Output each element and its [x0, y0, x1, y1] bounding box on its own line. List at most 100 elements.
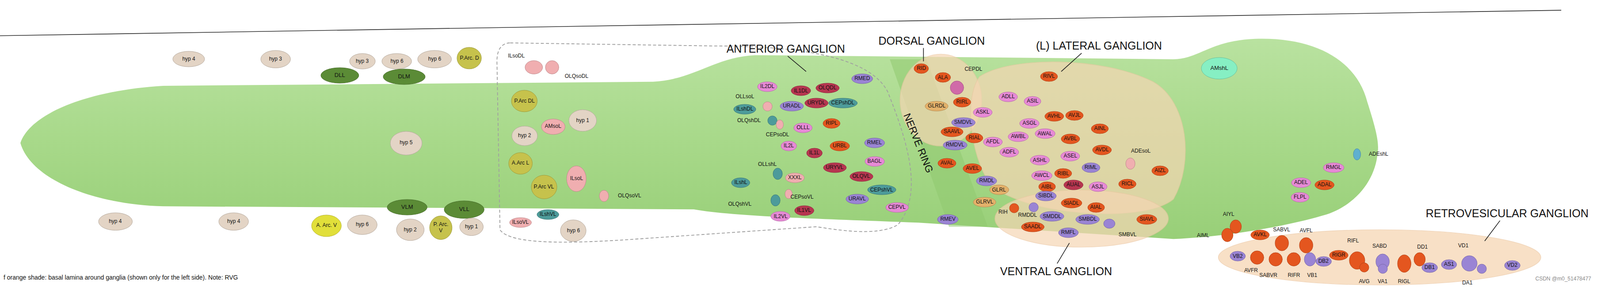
- neuron-ellipse: ADFL: [999, 146, 1020, 158]
- cell-shape: [347, 214, 378, 235]
- cell-label: ADLL: [1001, 93, 1015, 100]
- cell-shape: [1304, 252, 1316, 266]
- cell-outline: [1359, 262, 1370, 273]
- arcade-cell: P.Arc. D: [456, 46, 482, 70]
- leader-lines: [787, 48, 1500, 264]
- cell-shape: [845, 194, 869, 204]
- cell-shape: [1136, 214, 1157, 225]
- cell-label: hyp 6: [355, 221, 369, 228]
- neuron-ellipse: ADAL: [1314, 179, 1335, 191]
- cell-label: hyp 6: [567, 227, 580, 234]
- cell-label: ASIL: [1026, 98, 1039, 105]
- neuron-ellipse: ASIL: [1023, 95, 1042, 107]
- neuron-ellipse: RIPL: [822, 118, 841, 129]
- neuron-ellipse: RMED: [851, 73, 873, 84]
- neuron-ellipse: AIAL: [1087, 201, 1105, 213]
- cell-shape: [1323, 162, 1345, 173]
- neuron-ellipse: RICL: [1118, 178, 1137, 190]
- ganglion-heading: (L) LATERAL GANGLION: [1036, 39, 1162, 53]
- cell-label: IL1VL: [797, 207, 812, 214]
- cell-shape: [757, 81, 778, 92]
- cell-label: URYDL: [807, 99, 826, 107]
- neuron-ellipse: ILshDL: [733, 103, 757, 115]
- cell-label: SIAVL: [1139, 216, 1155, 223]
- neuron-ellipse: CEPsoVL: [784, 188, 793, 199]
- hypodermis-cell: hyp 5: [389, 130, 423, 156]
- cell-label: AVFR: [1244, 267, 1258, 274]
- cell-shape: [770, 211, 790, 221]
- cell-label: hyp 6: [428, 56, 442, 63]
- neuron-ellipse: ADEshL: [1352, 148, 1361, 161]
- cell-outline: [949, 80, 964, 95]
- cell-label: SAADL: [1024, 223, 1042, 230]
- neuron-ellipse: RIAL: [965, 132, 984, 144]
- cell-shape: [999, 147, 1019, 157]
- cell-label: RID: [916, 65, 926, 72]
- neuron-ellipse: SMBVL: [1103, 218, 1116, 229]
- cell-outline: [1268, 251, 1283, 267]
- cell-shape: [867, 184, 896, 195]
- hypodermis-cell: hyp 3: [349, 53, 376, 70]
- cell-label: ADEshL: [1368, 151, 1389, 158]
- cell-label: AVHL: [1047, 113, 1061, 120]
- cell-outline: [1221, 227, 1234, 242]
- cell-label: GLRL: [992, 186, 1006, 194]
- cell-label: IL1DL: [793, 87, 808, 95]
- cell-label: AVKL: [1253, 231, 1267, 238]
- cell-shape: [851, 73, 873, 84]
- cell-label: VB2: [1232, 253, 1243, 260]
- cell-shape: [1397, 254, 1411, 273]
- cell-label: AIZL: [1154, 167, 1166, 174]
- neuron-ellipse: RIRL: [952, 96, 972, 108]
- hypodermis-cell: hyp 3: [260, 49, 291, 69]
- cell-label: RIPL: [825, 120, 838, 127]
- cell-shape: [1060, 151, 1080, 161]
- neuron-ellipse: AVG: [1359, 262, 1370, 273]
- cell-label: RMDVL: [945, 141, 965, 149]
- neuron-ellipse: AFDL: [982, 136, 1003, 148]
- neuron-ellipse: AVBL: [1060, 133, 1081, 145]
- cell-shape: [1063, 179, 1083, 190]
- cell-outline: [1397, 254, 1412, 273]
- cell-label: ADAL: [1317, 181, 1332, 188]
- cell-label: ILshL: [734, 179, 747, 186]
- neuron-ellipse: AMshL: [1200, 57, 1238, 80]
- cell-label: RIVL: [1043, 73, 1056, 80]
- cell-shape: [1089, 181, 1108, 192]
- cell-shape: [566, 165, 587, 192]
- neuron-ellipse: RMDVL: [942, 139, 968, 151]
- cell-shape: [1201, 57, 1238, 80]
- cell-shape: [849, 171, 873, 182]
- hypodermis-cell: hyp 4: [172, 50, 206, 68]
- cell-label: ASGL: [1022, 120, 1037, 127]
- ganglion-heading: ANTERIOR GANGLION: [726, 42, 846, 56]
- cell-shape: [511, 90, 538, 112]
- cell-label: AS1: [1443, 261, 1455, 268]
- neuron-ellipse: CEPshDL: [828, 97, 858, 109]
- cell-shape: [976, 175, 997, 186]
- cell-label: RIFR: [1287, 272, 1300, 279]
- cell-shape: [950, 80, 964, 95]
- cell-label: DB1: [1424, 264, 1435, 271]
- cell-label: RMEL: [867, 139, 882, 146]
- cell-shape: [864, 156, 885, 167]
- cell-outline: [1125, 157, 1136, 170]
- cell-shape: [172, 51, 205, 67]
- cell-shape: [937, 214, 959, 225]
- hypodermis-cell: hyp 4: [218, 212, 249, 231]
- cell-shape: [1250, 250, 1264, 264]
- cell-shape: [537, 209, 559, 220]
- cell-shape: [804, 98, 828, 108]
- ganglion-heading: DORSAL GANGLION: [878, 34, 985, 48]
- cell-shape: [731, 177, 750, 188]
- neuron-ellipse: CEPVL: [885, 201, 909, 213]
- cell-shape: [864, 137, 885, 148]
- cell-shape: [973, 107, 993, 118]
- cell-shape: [1061, 198, 1082, 208]
- cell-label: AIML: [1196, 232, 1210, 239]
- cell-label: DLM: [398, 73, 411, 80]
- cell-label: RIH: [998, 209, 1008, 216]
- neuron-ellipse: SIAVL: [1136, 213, 1158, 225]
- cell-label: AINL: [1093, 125, 1106, 132]
- cell-shape: [98, 212, 133, 231]
